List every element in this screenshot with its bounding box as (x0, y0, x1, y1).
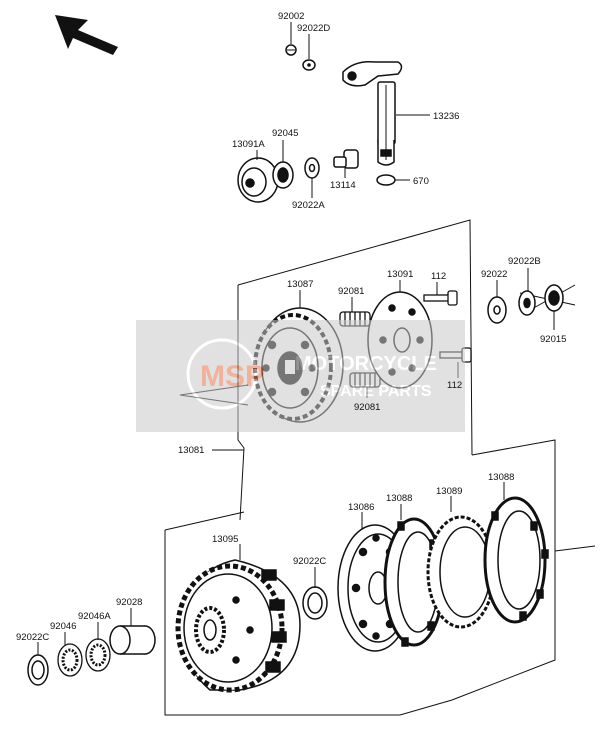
friction-plate-13088-rear (483, 496, 549, 624)
label-13091: 13091 (387, 269, 413, 280)
direction-arrow-icon (55, 15, 118, 55)
label-670: 670 (413, 176, 429, 187)
label-92028: 92028 (116, 597, 142, 608)
label-13114: 13114 (330, 180, 356, 191)
part-labels: 92002 92022D 13236 13091A 92045 13114 67… (16, 11, 566, 643)
bearing-92015 (544, 284, 564, 312)
label-92022C-upper: 92022C (293, 556, 326, 567)
label-112-lower: 112 (447, 380, 462, 391)
label-112-upper: 112 (431, 271, 446, 282)
clutch-housing-13095 (175, 559, 301, 693)
bearing-92046A (85, 638, 111, 672)
cover-13091A (237, 157, 279, 203)
label-92046A: 92046A (78, 611, 111, 622)
watermark-line2: SPARE PARTS (320, 383, 432, 400)
bearing-92045 (272, 161, 294, 189)
label-92022: 92022 (481, 269, 507, 280)
label-92002: 92002 (278, 11, 304, 22)
label-92081-lower: 92081 (354, 402, 380, 413)
friction-plate-13088-front (383, 517, 445, 647)
washer-92022B (518, 290, 536, 316)
label-13091A: 13091A (232, 139, 265, 150)
steel-plate-13089 (426, 515, 496, 629)
screw-92002 (285, 44, 297, 56)
label-13088-front: 13088 (386, 493, 412, 504)
label-92015: 92015 (540, 334, 566, 345)
washer-92022D (302, 59, 316, 71)
label-92022C-lower: 92022C (16, 632, 49, 643)
o-ring-670 (376, 174, 396, 186)
sleeve-92028 (109, 625, 156, 655)
bolt-112-upper (423, 290, 458, 306)
watermark-logo: MSP (200, 360, 265, 393)
washer-92022C-upper (302, 586, 328, 620)
watermark: MSP MOTORCYCLE SPARE PARTS (136, 320, 465, 432)
bearing-92046 (57, 643, 83, 677)
label-13086: 13086 (348, 502, 374, 513)
washer-92022A (304, 157, 320, 179)
watermark-band (136, 320, 465, 432)
label-13095: 13095 (212, 534, 238, 545)
label-92022B: 92022B (508, 256, 541, 267)
pusher-13114 (333, 149, 359, 169)
label-92046: 92046 (50, 621, 76, 632)
label-92022D: 92022D (297, 23, 330, 34)
washer-92022 (487, 296, 507, 324)
push-lever-shaft-13236 (342, 60, 403, 166)
label-92045: 92045 (272, 128, 298, 139)
watermark-line1: MOTORCYCLE (295, 353, 437, 375)
washer-92022C-lower (27, 654, 49, 686)
label-92081-upper: 92081 (338, 286, 364, 297)
label-13088-rear: 13088 (488, 472, 514, 483)
watermark-logo-ring (186, 338, 258, 410)
label-92022A: 92022A (292, 200, 325, 211)
label-13081: 13081 (178, 445, 204, 456)
label-13236: 13236 (433, 111, 459, 122)
label-13087: 13087 (287, 279, 313, 290)
label-13089: 13089 (436, 486, 462, 497)
